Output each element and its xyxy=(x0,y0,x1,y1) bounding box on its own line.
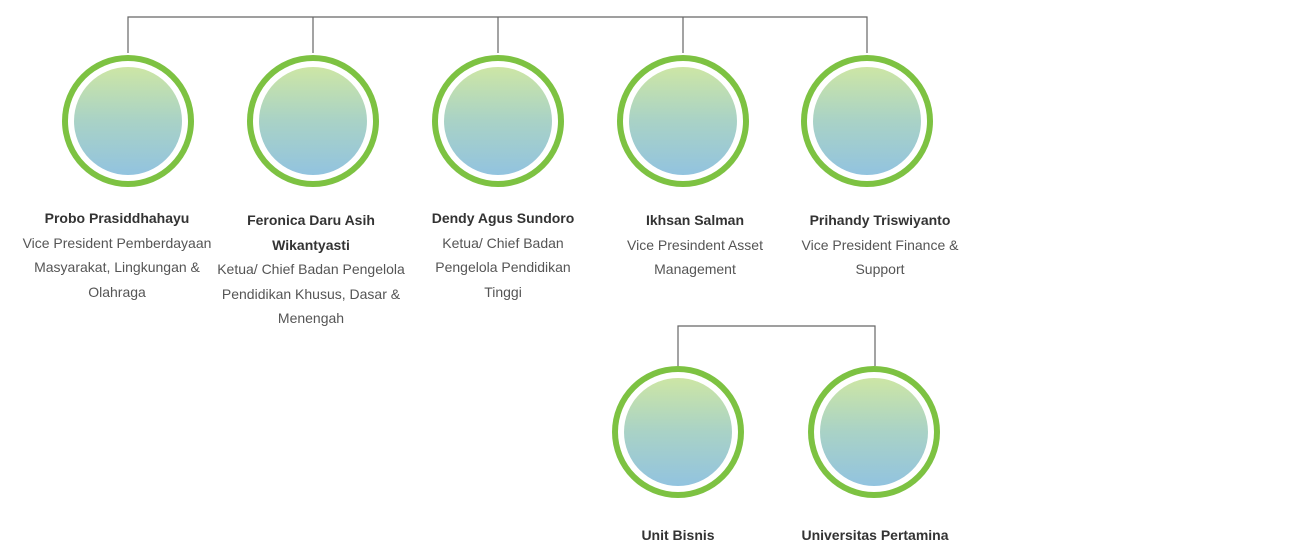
member-avatar[interactable] xyxy=(432,55,564,187)
member-role: Vice Presindent Asset Management xyxy=(627,236,763,278)
avatar-photo xyxy=(74,67,182,175)
avatar-photo xyxy=(813,67,921,175)
avatar-photo xyxy=(259,67,367,175)
unit-name: Universitas Pertamina xyxy=(801,527,949,543)
avatar-photo xyxy=(444,67,552,175)
member-role: Vice President Pemberdayaan Masyarakat, … xyxy=(22,234,212,300)
member-name: Ikhsan Salman xyxy=(645,212,745,228)
member-name: Prihandy Triswiyanto xyxy=(809,212,951,228)
member-caption: Feronica Daru Asih Wikantyasti Ketua/ Ch… xyxy=(211,208,411,331)
member-name: Probo Prasiddhahayu xyxy=(44,210,190,226)
avatar-photo xyxy=(629,67,737,175)
unit-avatar[interactable] xyxy=(808,366,940,498)
member-avatar[interactable] xyxy=(617,55,749,187)
unit-avatar[interactable] xyxy=(612,366,744,498)
member-name: Feronica Daru Asih Wikantyasti xyxy=(247,212,375,253)
member-name: Dendy Agus Sundoro xyxy=(431,210,575,226)
bottom-connector xyxy=(677,325,876,366)
member-caption: Dendy Agus Sundoro Ketua/ Chief Badan Pe… xyxy=(403,206,603,304)
member-avatar[interactable] xyxy=(801,55,933,187)
member-caption: Probo Prasiddhahayu Vice President Pembe… xyxy=(17,206,217,304)
member-avatar[interactable] xyxy=(247,55,379,187)
member-caption: Ikhsan Salman Vice Presindent Asset Mana… xyxy=(595,208,795,282)
member-avatar[interactable] xyxy=(62,55,194,187)
top-connector xyxy=(127,16,868,53)
unit-caption: Unit Bisnis xyxy=(578,523,778,548)
unit-caption: Universitas Pertamina xyxy=(775,523,975,548)
avatar-photo xyxy=(624,378,732,486)
avatar-photo xyxy=(820,378,928,486)
member-role: Ketua/ Chief Badan Pengelola Pendidikan … xyxy=(435,234,571,300)
member-caption: Prihandy Triswiyanto Vice President Fina… xyxy=(780,208,980,282)
member-role: Vice President Finance & Support xyxy=(801,236,959,278)
unit-name: Unit Bisnis xyxy=(641,527,715,543)
member-role: Ketua/ Chief Badan Pengelola Pendidikan … xyxy=(217,261,405,326)
